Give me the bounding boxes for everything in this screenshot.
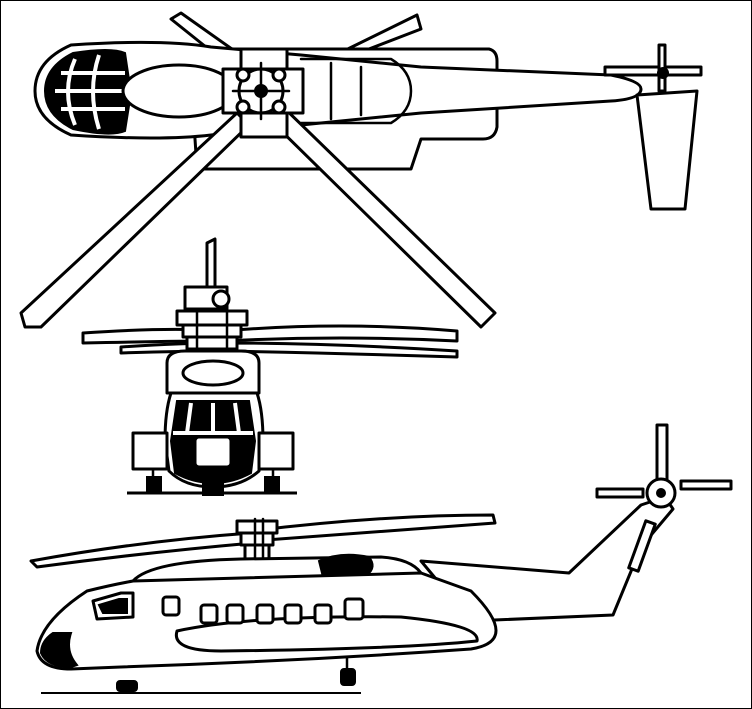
top-cabin-roof	[121, 63, 237, 119]
front-view	[81, 237, 459, 496]
side-tail-boom	[419, 495, 675, 623]
side-main-blades	[29, 513, 497, 569]
front-windscreen-frames	[173, 402, 253, 435]
side-rotor-head	[235, 517, 279, 563]
front-right-sponson	[257, 431, 295, 471]
front-main-blades	[81, 324, 459, 359]
side-view	[29, 423, 733, 694]
top-cockpit-frames	[55, 54, 125, 130]
side-cabin-windows	[161, 595, 365, 625]
front-rotor-stack	[175, 309, 249, 351]
front-landing-gear	[127, 467, 297, 496]
top-engine-nacelles	[299, 57, 413, 125]
top-tail-rotor	[603, 43, 703, 93]
side-sponson	[174, 615, 479, 653]
top-tail-fin	[635, 89, 699, 211]
side-tail-rotor	[595, 423, 733, 573]
side-landing-gear	[41, 655, 361, 694]
side-nose	[39, 632, 79, 669]
top-view	[19, 11, 703, 329]
front-left-sponson	[131, 431, 169, 471]
top-rotor-hub	[221, 47, 305, 139]
